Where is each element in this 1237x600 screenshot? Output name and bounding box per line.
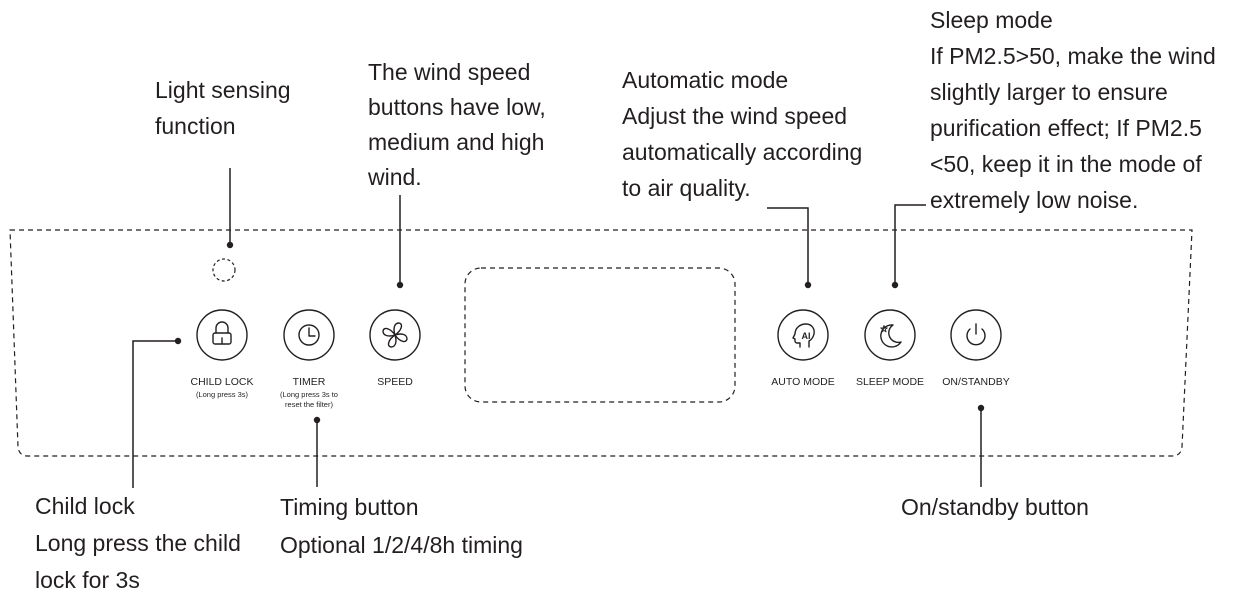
child-lock-sublabel: (Long press 3s) (196, 390, 249, 399)
clock-icon (298, 324, 320, 346)
leader-dot (804, 281, 812, 289)
annotation-line: medium and high (368, 129, 545, 155)
leader-dot (396, 281, 404, 289)
leader-line (767, 207, 809, 285)
leader-dot (226, 241, 234, 249)
annotation-line: lock for 3s (35, 567, 140, 593)
display-window (464, 267, 736, 403)
button-ring (864, 309, 916, 361)
annotation-line: On/standby button (901, 494, 1089, 520)
automatic-mode-annotation: Automatic mode Adjust the wind speed aut… (622, 62, 862, 206)
button-ring (196, 309, 248, 361)
light-sensing-annotation: Light sensing function (155, 72, 291, 144)
on-standby-button[interactable] (950, 309, 1002, 361)
lock-icon (212, 321, 232, 345)
annotation-line: function (155, 113, 236, 139)
button-ring (777, 309, 829, 361)
sleep-mode-button[interactable] (864, 309, 916, 361)
annotation-line: Adjust the wind speed (622, 103, 848, 129)
sleep-mode-annotation: Sleep mode If PM2.5>50, make the wind sl… (930, 2, 1216, 218)
leader-wind-speed (396, 195, 404, 289)
annotation-line: Long press the child (35, 530, 241, 556)
child-lock-label: CHILD LOCK (190, 376, 253, 388)
leader-dot (891, 281, 899, 289)
timing-button-annotation: Timing button Optional 1/2/4/8h timing (280, 488, 523, 564)
ai-icon-text: AI (802, 331, 811, 341)
moon-star-icon (880, 324, 902, 348)
leader-timing-button (313, 416, 321, 487)
timer-sublabel-line1: (Long press 3s to (280, 390, 338, 399)
auto-mode-label: AUTO MODE (771, 376, 834, 388)
annotation-line: purification effect; If PM2.5 (930, 115, 1202, 141)
button-ring (950, 309, 1002, 361)
button-ring (369, 309, 421, 361)
power-icon (966, 323, 986, 346)
leader-dot (313, 416, 321, 424)
sleep-mode-label: SLEEP MODE (856, 376, 924, 388)
leader-dot (174, 337, 182, 345)
button-ring (283, 309, 335, 361)
annotation-line: If PM2.5>50, make the wind (930, 43, 1216, 69)
auto-mode-button[interactable]: AI (777, 309, 829, 361)
annotation-line: automatically according (622, 139, 863, 165)
speed-button[interactable] (369, 309, 421, 361)
annotation-line: Light sensing (155, 77, 291, 103)
leader-sleep-mode (891, 204, 926, 289)
on-standby-annotation: On/standby button (901, 489, 1089, 525)
leader-light-sensing (226, 168, 234, 249)
fan-icon (382, 322, 408, 348)
annotation-line: buttons have low, (368, 94, 546, 120)
annotation-line: slightly larger to ensure (930, 79, 1168, 105)
leader-dot (977, 404, 985, 412)
wind-speed-annotation: The wind speed buttons have low, medium … (368, 55, 546, 195)
annotation-line: Sleep mode (930, 7, 1053, 33)
child-lock-annotation: Child lock Long press the child lock for… (35, 488, 241, 599)
speed-label: SPEED (377, 376, 413, 388)
annotation-line: Optional 1/2/4/8h timing (280, 532, 523, 558)
leader-automatic-mode (767, 207, 812, 289)
annotation-line: Timing button (280, 494, 419, 520)
leader-line (132, 340, 178, 488)
ai-head-icon: AI (792, 323, 815, 348)
annotation-line: The wind speed (368, 59, 531, 85)
leader-on-standby (977, 404, 985, 487)
annotation-line: wind. (368, 164, 422, 190)
annotation-line: extremely low noise. (930, 187, 1139, 213)
annotation-line: Child lock (35, 493, 135, 519)
control-panel-outline (9, 229, 1193, 457)
child-lock-button[interactable] (196, 309, 248, 361)
light-sensor (212, 258, 236, 282)
annotation-line: <50, keep it in the mode of (930, 151, 1202, 177)
leader-child-lock (132, 337, 182, 488)
annotation-line: Automatic mode (622, 67, 789, 93)
timer-button[interactable] (283, 309, 335, 361)
timer-sublabel-line2: reset the filter) (285, 400, 333, 409)
leader-line (894, 204, 926, 285)
timer-label: TIMER (293, 376, 326, 388)
annotation-line: to air quality. (622, 175, 751, 201)
on-standby-label: ON/STANDBY (942, 376, 1009, 388)
